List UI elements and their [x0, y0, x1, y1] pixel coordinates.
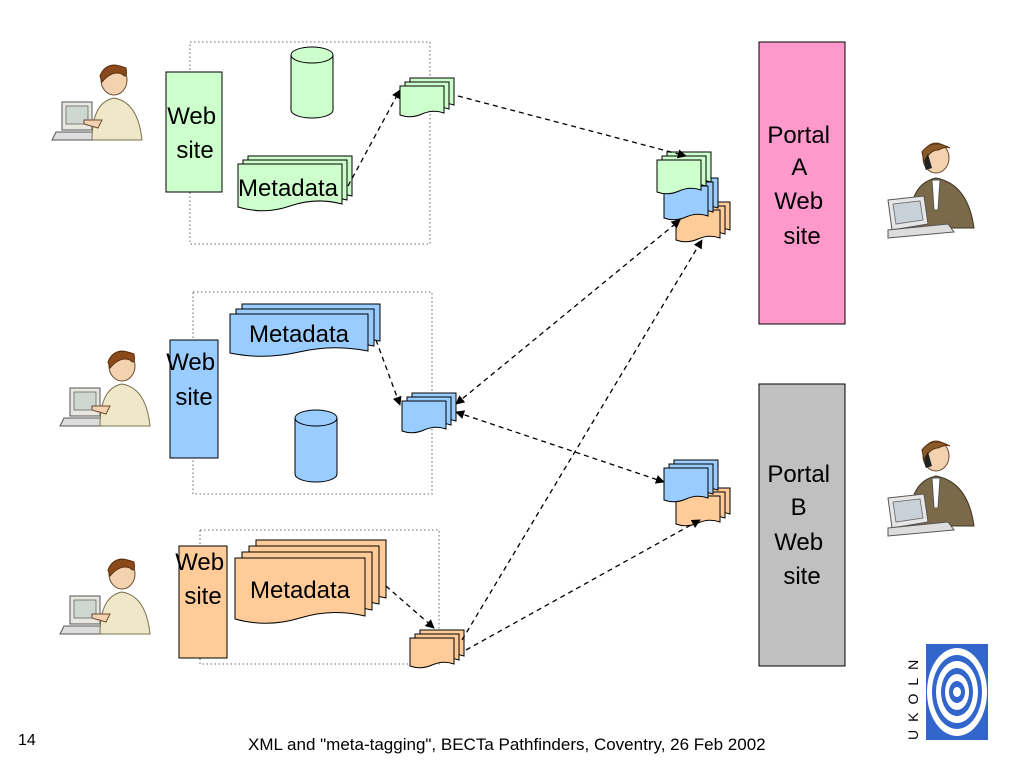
user-icon — [59, 558, 151, 635]
web-site-box — [165, 71, 223, 193]
harvest-arrow — [465, 519, 701, 651]
svg-text:Web site: Web site — [175, 549, 231, 610]
metadata-label: Metadata — [249, 321, 350, 348]
metadata-record-stack — [401, 392, 457, 434]
portal-b-label: Web — [774, 529, 823, 556]
harvest-arrow — [375, 339, 402, 406]
harvest-arrow — [347, 89, 401, 187]
provider-group-box — [189, 41, 431, 245]
portal-b-label: site — [783, 563, 820, 590]
svg-text:Portal A Web site: Portal A Web site — [767, 122, 836, 250]
harvest-arrow — [385, 585, 435, 629]
metadata-document-stack — [234, 539, 387, 624]
metadata-document-stack — [229, 303, 381, 357]
footer-text: XML and "meta-tagging", BECTa Pathfinder… — [248, 735, 766, 754]
harvest-arrow — [455, 410, 665, 484]
web-site-label: Web — [166, 349, 215, 376]
web-site-label: Web — [167, 103, 216, 130]
portal-a-label: Web — [774, 188, 823, 215]
database-icon — [290, 46, 334, 119]
portal-b-label: Portal — [767, 461, 830, 488]
web-site-box — [169, 339, 219, 459]
svg-text:Portal B Web site: Portal B Web site — [767, 461, 836, 590]
web-site-label: site — [176, 137, 213, 164]
user-at-computer-icon — [887, 142, 975, 239]
harvest-arrow — [461, 239, 703, 641]
metadata-record-stack — [399, 77, 455, 118]
metadata-label: Metadata — [238, 175, 339, 202]
svg-text:Web site: Web site — [166, 349, 222, 411]
portal-b-box — [758, 383, 846, 667]
svg-text:Web site: Web site — [167, 103, 223, 164]
ukoln-logo-text: UKOLN — [905, 652, 921, 740]
ukoln-logo — [926, 644, 988, 740]
user-icon — [59, 350, 151, 427]
web-site-label: site — [184, 583, 221, 610]
metadata-label: Metadata — [250, 577, 351, 604]
portal-b-harvested-records — [663, 459, 731, 527]
portal-a-label: Portal — [767, 122, 830, 149]
slide-number: 14 — [18, 732, 36, 749]
portal-a-label: A — [791, 154, 807, 181]
harvest-arrow — [455, 219, 681, 405]
database-icon — [294, 409, 338, 483]
web-site-label: Web — [175, 549, 224, 576]
web-site-label: site — [175, 384, 212, 411]
portal-a-label: site — [783, 223, 820, 250]
provider-group-box — [199, 529, 440, 665]
user-icon — [51, 64, 143, 141]
portal-b-label: B — [791, 494, 807, 521]
metadata-document-stack — [237, 155, 353, 212]
portal-a-box — [758, 41, 846, 325]
portal-a-harvested-records — [656, 151, 731, 243]
web-site-box — [178, 545, 228, 659]
user-at-computer-icon — [887, 440, 975, 537]
metadata-record-stack — [409, 629, 465, 669]
harvest-arrow — [457, 95, 687, 159]
